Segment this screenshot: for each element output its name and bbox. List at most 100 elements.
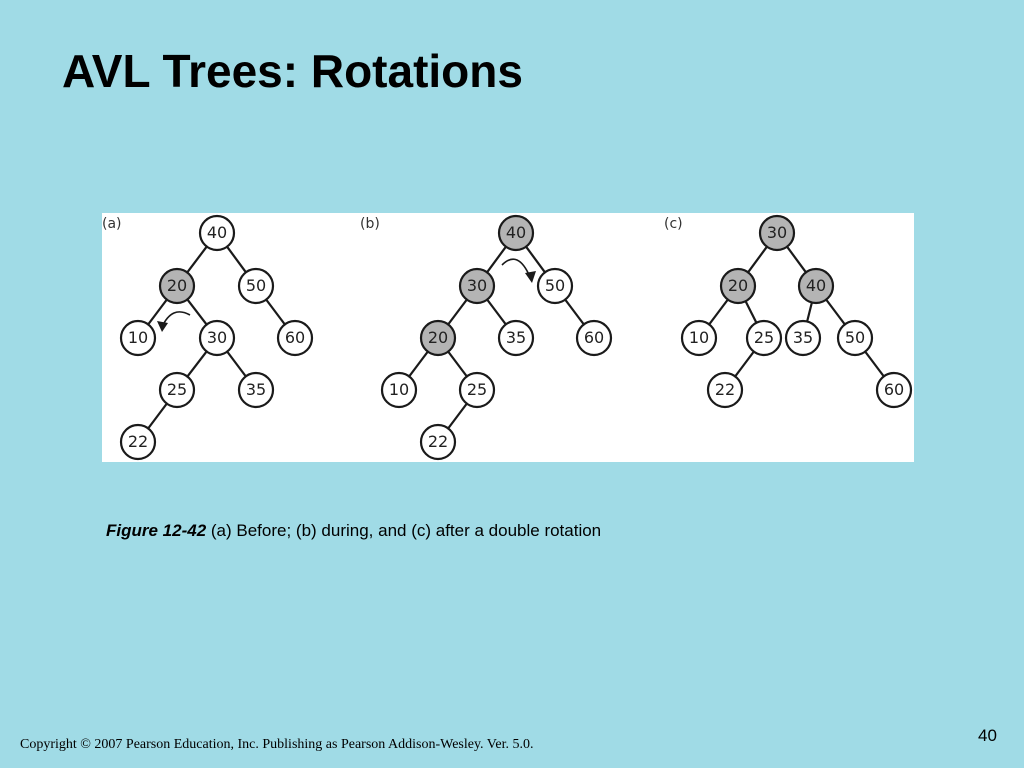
tree-node-value: 25 (754, 328, 774, 347)
tree-node-value: 22 (715, 380, 735, 399)
tree-node-value: 40 (506, 223, 526, 242)
tree-node-value: 20 (428, 328, 448, 347)
tree-node-circle-highlighted (758, 214, 796, 252)
tree-node-value: 25 (467, 380, 487, 399)
tree-edge (486, 246, 507, 273)
tree-node-circle (198, 214, 236, 252)
tree-edge (447, 402, 468, 430)
tree-node-value: 10 (689, 328, 709, 347)
tree-node: 35 (497, 319, 535, 357)
tree-node-value: 30 (207, 328, 227, 347)
tree-node: 40 (797, 267, 835, 305)
tree-node: 40 (497, 214, 535, 252)
tree-node-value: 22 (128, 432, 148, 451)
tree-node-circle-highlighted (719, 267, 757, 305)
tree-node-value: 22 (428, 432, 448, 451)
tree-node-circle (237, 371, 275, 409)
tree-node-value: 35 (246, 380, 266, 399)
page-number: 40 (978, 726, 997, 745)
tree-edge (265, 298, 286, 326)
tree-node: 22 (706, 371, 744, 409)
tree-edge (708, 298, 729, 326)
tree-edge (564, 298, 585, 326)
rotation-arrow-icon (157, 311, 191, 332)
tree-edge (226, 246, 247, 273)
tree-node-circle-highlighted (797, 267, 835, 305)
tree-node-value: 60 (285, 328, 305, 347)
tree-node-value: 25 (167, 380, 187, 399)
tree-node: 35 (237, 371, 275, 409)
slide-title: AVL Trees: Rotations (62, 45, 523, 97)
tree-node-value: 30 (467, 276, 487, 295)
tree-node-value: 10 (128, 328, 148, 347)
tree-node: 22 (119, 423, 157, 461)
tree-panel: (c) 30 20 40 10 25 35 50 22 60 (664, 214, 913, 409)
tree-node-circle (419, 423, 457, 461)
tree-node-value: 35 (793, 328, 813, 347)
tree-node-circle (276, 319, 314, 357)
figure-caption: Figure 12-42 (a) Before; (b) during, and… (106, 521, 601, 541)
panel-label-text: (a) (102, 216, 122, 232)
tree-node: 20 (158, 267, 196, 305)
tree-edge (147, 298, 168, 326)
figure-caption-label: Figure 12-42 (106, 521, 207, 540)
tree-edge (744, 300, 758, 324)
tree-edge (525, 246, 546, 273)
tree-node-circle (198, 319, 236, 357)
tree-node: 50 (536, 267, 574, 305)
tree-node: 60 (875, 371, 913, 409)
tree-node: 25 (158, 371, 196, 409)
tree-edge (486, 298, 507, 326)
panel-label: (b) (360, 216, 380, 232)
tree-edge (734, 350, 755, 378)
tree-edge (186, 350, 208, 378)
tree-edge (864, 350, 885, 378)
tree-node-circle (380, 371, 418, 409)
tree-panel: (b) 40 30 50 20 35 60 10 25 22 (360, 214, 613, 461)
tree-node: 20 (719, 267, 757, 305)
tree-node-value: 50 (845, 328, 865, 347)
tree-node-value: 60 (884, 380, 904, 399)
tree-node-value: 40 (806, 276, 826, 295)
tree-node-value: 20 (728, 276, 748, 295)
tree-node-circle (458, 371, 496, 409)
tree-edge (226, 350, 247, 378)
tree-node: 50 (237, 267, 275, 305)
tree-node: 10 (680, 319, 718, 357)
tree-node: 10 (119, 319, 157, 357)
tree-node-value: 10 (389, 380, 409, 399)
tree-node-value: 35 (506, 328, 526, 347)
tree-node-value: 50 (246, 276, 266, 295)
tree-node-circle (706, 371, 744, 409)
tree-edge (408, 350, 429, 378)
tree-node-value: 60 (584, 328, 604, 347)
tree-node: 30 (758, 214, 796, 252)
tree-node-circle (119, 423, 157, 461)
tree-node-circle (237, 267, 275, 305)
tree-node-circle-highlighted (497, 214, 535, 252)
tree-node: 10 (380, 371, 418, 409)
tree-node-circle (784, 319, 822, 357)
tree-node: 50 (836, 319, 874, 357)
tree-edge (806, 302, 813, 322)
rotation-arrow-icon (501, 258, 536, 283)
tree-node-value: 50 (545, 276, 565, 295)
copyright-notice: Copyright © 2007 Pearson Education, Inc.… (20, 737, 534, 752)
tree-edge (786, 246, 807, 273)
tree-node-circle (119, 319, 157, 357)
tree-node: 25 (745, 319, 783, 357)
panel-label-text: (c) (664, 216, 683, 232)
tree-edge (447, 298, 468, 326)
tree-node-circle-highlighted (419, 319, 457, 357)
tree-node: 20 (419, 319, 457, 357)
tree-edge (447, 350, 468, 378)
tree-node: 25 (458, 371, 496, 409)
tree-node: 30 (458, 267, 496, 305)
tree-node: 40 (198, 214, 236, 252)
panel-label: (c) (664, 216, 683, 232)
tree-node: 60 (276, 319, 314, 357)
tree-node-circle (745, 319, 783, 357)
tree-node-value: 30 (767, 223, 787, 242)
